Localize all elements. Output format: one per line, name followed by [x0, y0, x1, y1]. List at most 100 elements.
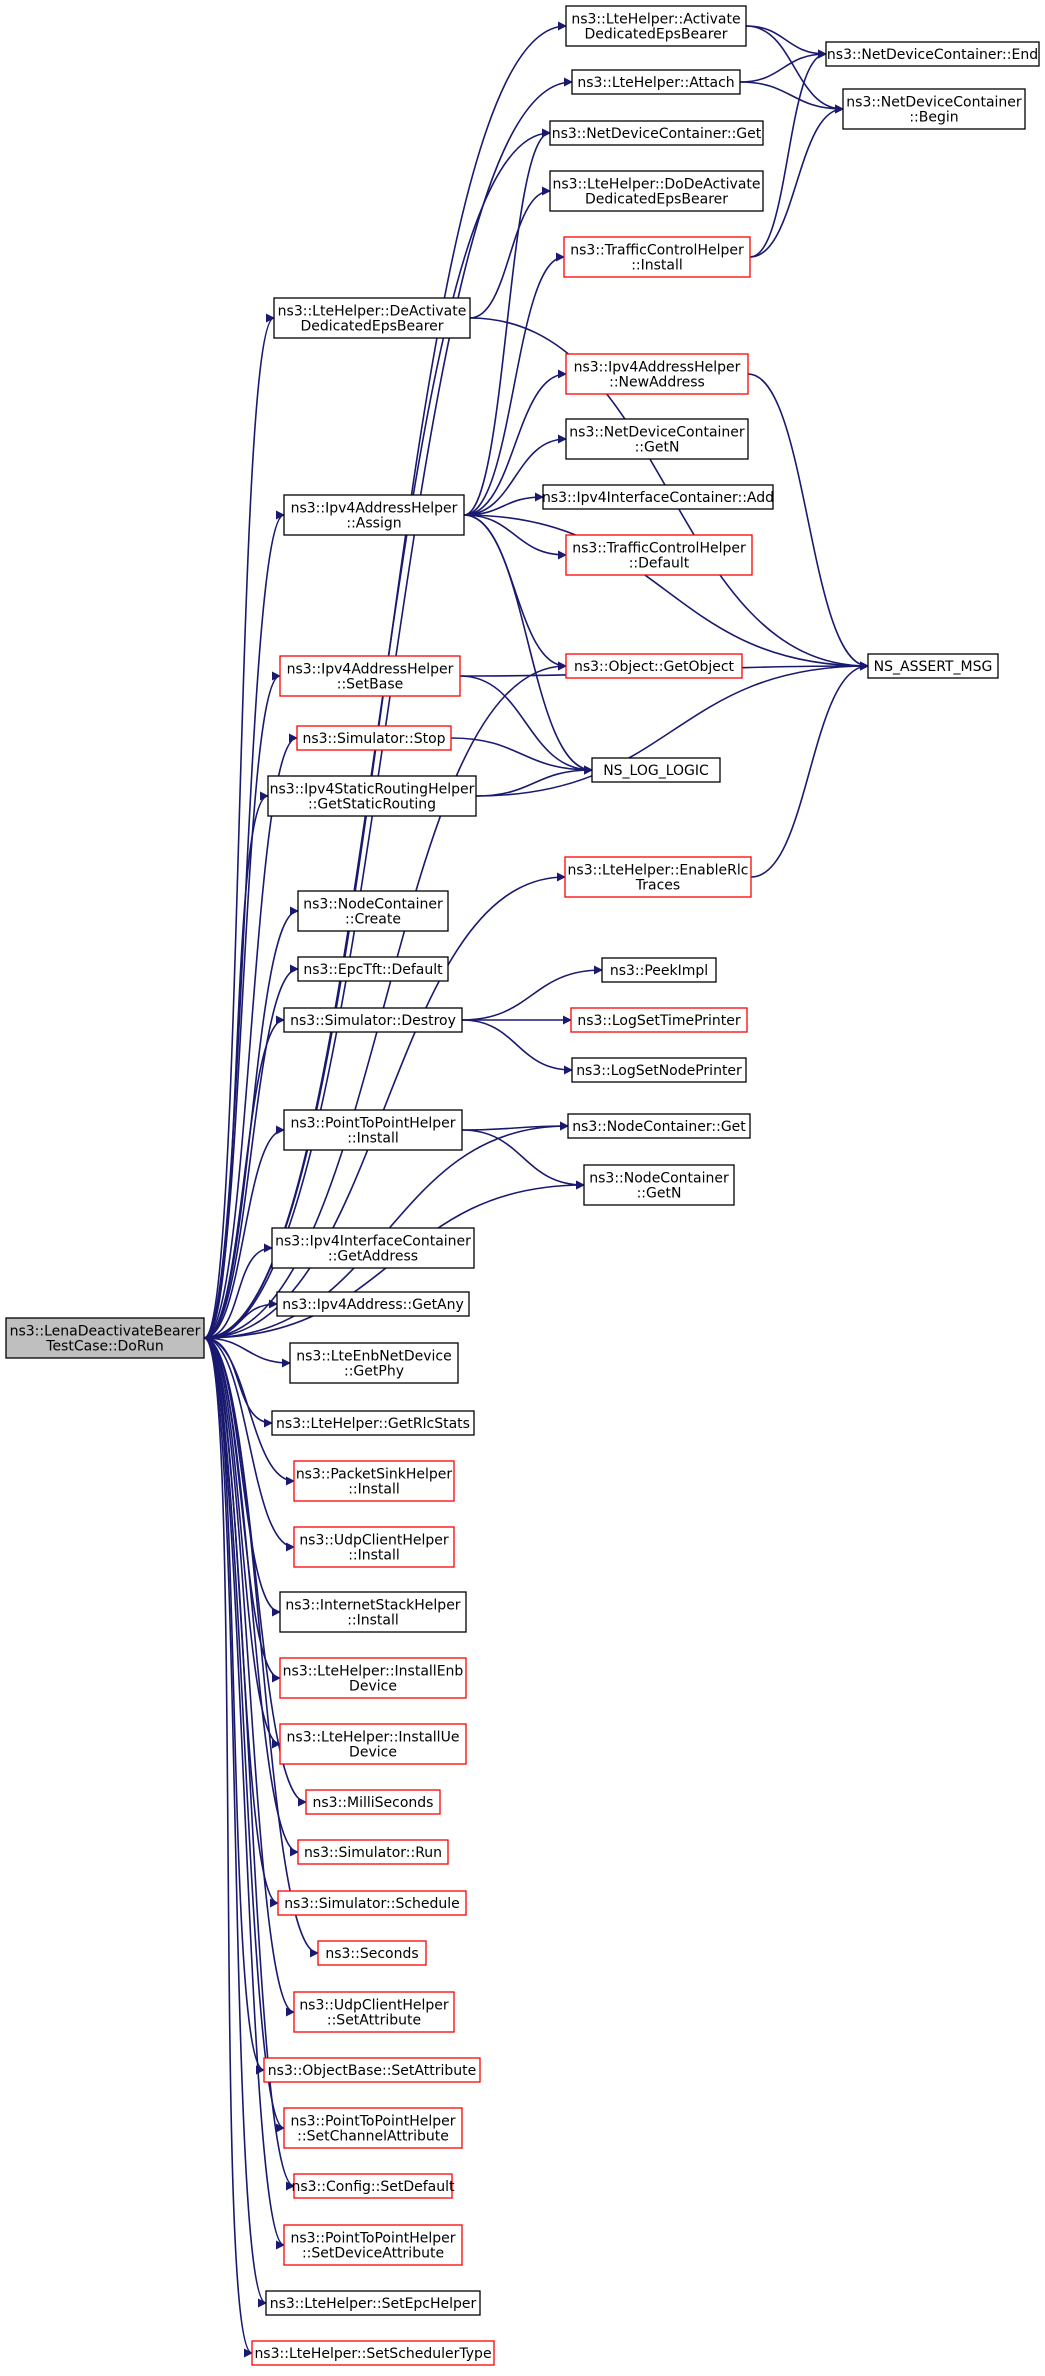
node-enb-getphy[interactable]: ns3::LteEnbNetDevice::GetPhy [289, 1342, 459, 1384]
edge-sim-destroy-to-peekimpl [461, 965, 603, 1021]
node-dodeactivate[interactable]: ns3::LteHelper::DoDeActivateDedicatedEps… [549, 170, 764, 212]
node-box [867, 653, 999, 679]
node-config-setdefault[interactable]: ns3::Config::SetDefault [291, 2173, 455, 2199]
node-deactivate[interactable]: ns3::LteHelper::DeActivateDedicatedEpsBe… [273, 297, 471, 339]
node-log-time[interactable]: ns3::LogSetTimePrinter [570, 1007, 748, 1033]
node-ipv4ic-getaddr[interactable]: ns3::Ipv4InterfaceContainer::GetAddress [271, 1227, 475, 1269]
node-box [293, 1526, 455, 1568]
node-activate[interactable]: ns3::LteHelper::ActivateDedicatedEpsBear… [565, 5, 747, 47]
node-udpclient-setattr[interactable]: ns3::UdpClientHelper::SetAttribute [293, 1991, 455, 2033]
node-sim-run[interactable]: ns3::Simulator::Run [297, 1839, 449, 1865]
node-udpclient-install[interactable]: ns3::UdpClientHelper::Install [293, 1526, 455, 1568]
node-ipv4addr-getany[interactable]: ns3::Ipv4Address::GetAny [276, 1291, 470, 1317]
node-box [279, 1723, 467, 1765]
node-label: ns3::Ipv4AddressHelper [287, 662, 454, 678]
node-epctft-default[interactable]: ns3::EpcTft::Default [297, 956, 449, 982]
edge-p2p-install-to-nc-getn [461, 1129, 585, 1190]
node-label: ns3::PacketSinkHelper [296, 1467, 453, 1483]
node-ns-assert[interactable]: NS_ASSERT_MSG [867, 653, 999, 679]
node-sim-schedule[interactable]: ns3::Simulator::Schedule [277, 1890, 467, 1916]
node-objectbase-setattr[interactable]: ns3::ObjectBase::SetAttribute [263, 2057, 481, 2083]
node-ndc-getn[interactable]: ns3::NetDeviceContainer::GetN [565, 418, 749, 460]
node-label: ns3::LteEnbNetDevice [296, 1349, 451, 1365]
node-label: ::GetStaticRouting [308, 797, 436, 813]
node-ndc-begin[interactable]: ns3::NetDeviceContainer::Begin [842, 88, 1026, 130]
edge-root-to-getobject [203, 661, 567, 1339]
edge-root-to-deactivate [203, 313, 275, 1339]
edge-static-routing-to-ns-assert [475, 661, 869, 797]
node-box [565, 5, 747, 47]
node-milliseconds[interactable]: ns3::MilliSeconds [305, 1789, 441, 1815]
node-label: ns3::TrafficControlHelper [572, 541, 746, 557]
edge-attach-to-ndc-end [739, 49, 827, 83]
node-ipv4ic-add[interactable]: ns3::Ipv4InterfaceContainer::Add [542, 484, 774, 510]
node-packetsink[interactable]: ns3::PacketSinkHelper::Install [293, 1460, 455, 1502]
node-tch-install[interactable]: ns3::TrafficControlHelper::Install [563, 236, 751, 278]
edge-ipv4-assign-to-ndc-getn [463, 434, 567, 516]
node-label: ::SetBase [337, 677, 404, 693]
node-label: ns3::PeekImpl [610, 963, 708, 979]
node-box [279, 655, 461, 697]
node-ipv4-assign[interactable]: ns3::Ipv4AddressHelper::Assign [283, 494, 465, 536]
node-label: ns3::Ipv4Address::GetAny [282, 1297, 464, 1313]
node-box [571, 69, 741, 95]
node-ndc-get[interactable]: ns3::NetDeviceContainer::Get [549, 120, 764, 146]
node-sim-stop[interactable]: ns3::Simulator::Stop [296, 725, 452, 751]
edge-ipv4-assign-to-ns-log-logic [463, 514, 593, 775]
node-box [563, 236, 751, 278]
node-peekimpl[interactable]: ns3::PeekImpl [601, 957, 717, 983]
node-box [283, 2224, 463, 2266]
node-label: DedicatedEpsBearer [584, 27, 727, 43]
node-label: ns3::InternetStackHelper [285, 1598, 460, 1614]
node-label: ::SetChannelAttribute [297, 2129, 449, 2145]
node-p2p-setdevice[interactable]: ns3::PointToPointHelper::SetDeviceAttrib… [283, 2224, 463, 2266]
node-tch-default[interactable]: ns3::TrafficControlHelper::Default [565, 534, 753, 576]
node-label: ::Default [629, 556, 690, 572]
node-ipv4-newaddr[interactable]: ns3::Ipv4AddressHelper::NewAddress [565, 353, 749, 395]
node-internet-stack[interactable]: ns3::InternetStackHelper::Install [279, 1591, 467, 1633]
node-p2p-install[interactable]: ns3::PointToPointHelper::Install [283, 1109, 463, 1151]
edge-activate-to-ndc-end [745, 25, 827, 59]
node-seconds[interactable]: ns3::Seconds [317, 1940, 427, 1966]
node-nc-create[interactable]: ns3::NodeContainer::Create [297, 890, 449, 932]
node-label: ns3::LteHelper::InstallEnb [283, 1664, 464, 1680]
node-attach[interactable]: ns3::LteHelper::Attach [571, 69, 741, 95]
edge-root-to-set-epc [203, 1337, 267, 2308]
node-label: ns3::PointToPointHelper [290, 1116, 455, 1132]
node-box [289, 1342, 459, 1384]
node-label: ::NewAddress [609, 375, 705, 391]
node-get-rlc[interactable]: ns3::LteHelper::GetRlcStats [271, 1410, 475, 1436]
edge-root-to-sim-run [203, 1337, 299, 1857]
node-ndc-end[interactable]: ns3::NetDeviceContainer::End [825, 41, 1040, 67]
node-label: ns3::UdpClientHelper [299, 1998, 449, 2014]
node-label: ns3::LteHelper::DoDeActivate [553, 177, 761, 193]
node-box [825, 41, 1040, 67]
node-label: ns3::NetDeviceContainer::Get [552, 126, 762, 142]
node-ns-log-logic[interactable]: NS_LOG_LOGIC [591, 757, 721, 783]
node-sim-destroy[interactable]: ns3::Simulator::Destroy [283, 1007, 463, 1033]
node-log-node[interactable]: ns3::LogSetNodePrinter [571, 1057, 747, 1083]
node-box [293, 1460, 455, 1502]
node-getobject[interactable]: ns3::Object::GetObject [565, 653, 743, 679]
node-box [263, 2057, 481, 2083]
node-box [273, 297, 471, 339]
node-label: ::Install [631, 258, 683, 274]
node-p2p-setchannel[interactable]: ns3::PointToPointHelper::SetChannelAttri… [283, 2107, 463, 2149]
node-label: ns3::Simulator::Run [304, 1845, 442, 1861]
node-box [296, 725, 452, 751]
node-label: ::SetAttribute [327, 2013, 421, 2029]
node-label: ::Install [348, 1548, 400, 1564]
node-nc-get[interactable]: ns3::NodeContainer::Get [567, 1113, 751, 1139]
node-set-scheduler[interactable]: ns3::LteHelper::SetSchedulerType [251, 2340, 495, 2366]
node-nc-getn[interactable]: ns3::NodeContainer::GetN [583, 1164, 735, 1206]
node-box [297, 890, 449, 932]
node-label: ns3::NodeContainer [303, 897, 443, 913]
node-static-routing[interactable]: ns3::Ipv4StaticRoutingHelper::GetStaticR… [267, 775, 477, 817]
node-label: ::GetN [635, 440, 680, 456]
node-set-epc[interactable]: ns3::LteHelper::SetEpcHelper [265, 2290, 481, 2316]
edge-tch-install-to-ndc-begin [749, 104, 844, 258]
node-ipv4-setbase[interactable]: ns3::Ipv4AddressHelper::SetBase [279, 655, 461, 697]
